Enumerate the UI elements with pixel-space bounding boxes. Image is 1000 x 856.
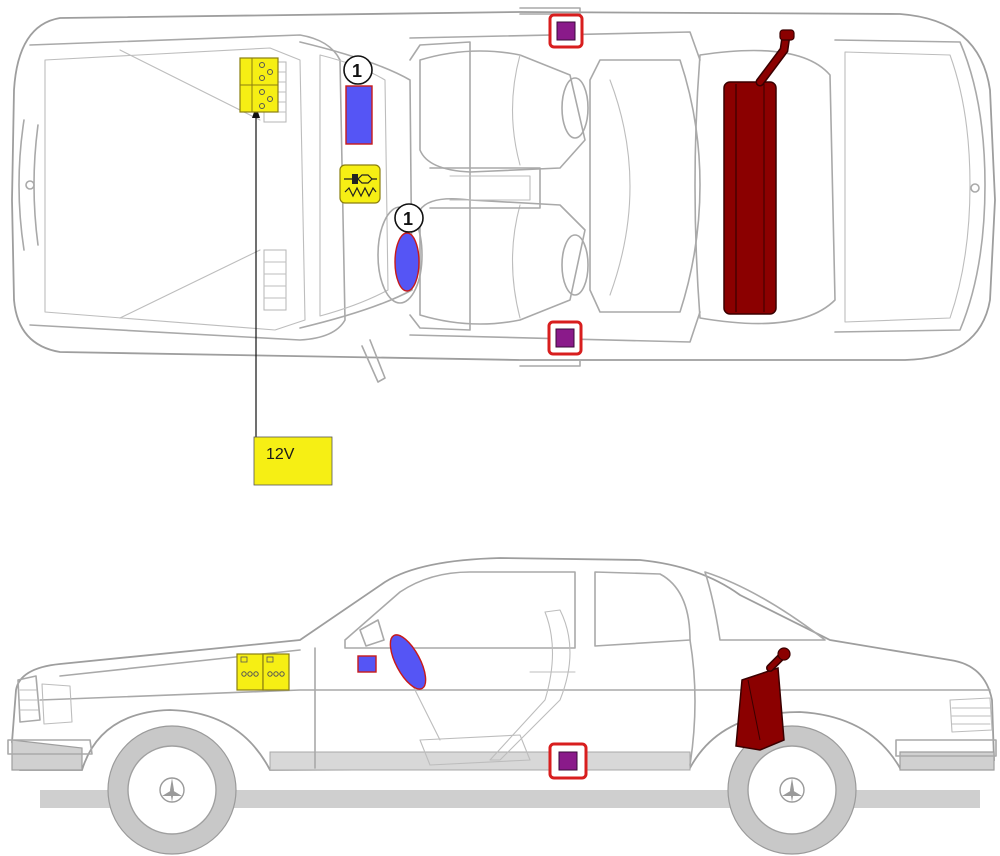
voltage-label: 12V [266,446,295,463]
callout-badge-passenger-airbag: 1 [343,55,373,85]
fuel-tank-icon [723,29,795,315]
svg-text:1: 1 [403,209,413,229]
passenger-airbag-icon [357,655,377,673]
driver-airbag-icon [394,232,420,292]
voltage-label-box [253,436,333,486]
airbag-control-unit-icon [339,164,381,204]
passenger-airbag-icon [345,85,373,145]
front-wheel [107,725,237,855]
battery-icon [239,57,279,113]
driver-airbag-icon [389,634,427,690]
top-view-body [11,11,996,361]
top-view [11,7,996,383]
side-impact-sensor-icon [547,320,583,356]
rear-wheel [727,725,857,855]
side-impact-sensor-icon [548,742,588,780]
fuel-tank-icon [735,647,791,751]
callout-badge-driver-airbag: 1 [394,203,424,233]
svg-text:1: 1 [352,61,362,81]
battery-icon [236,653,290,691]
side-impact-sensor-icon [548,13,584,49]
